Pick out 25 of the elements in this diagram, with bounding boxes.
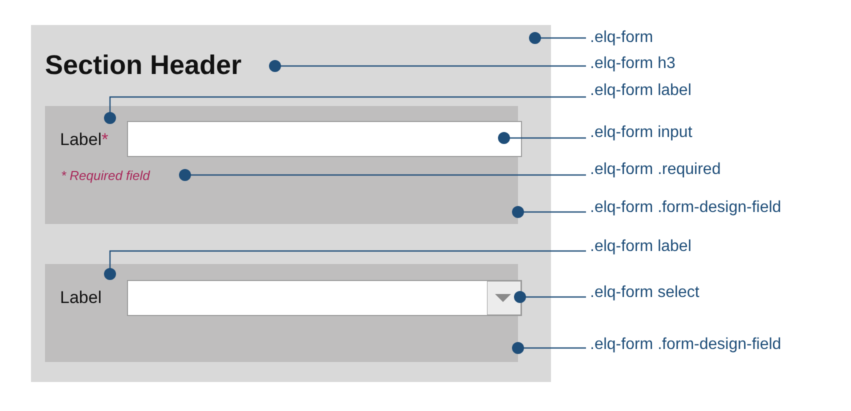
- callout-label: .elq-form .form-design-field: [590, 198, 782, 218]
- leader-line: [512, 342, 586, 354]
- leader-line: [269, 60, 586, 72]
- leader-line: [104, 250, 586, 280]
- required-note: * Required field: [61, 167, 150, 185]
- callout-label: .elq-form h3: [590, 54, 676, 74]
- callout-label: .elq-form label: [590, 237, 692, 257]
- leader-line: [514, 291, 586, 303]
- leader-line: [529, 32, 586, 44]
- select-field: [127, 280, 522, 316]
- leader-line: [498, 132, 586, 144]
- leader-line: [179, 169, 586, 181]
- leader-line: [104, 96, 586, 124]
- callout-label: .elq-form .required: [590, 160, 721, 180]
- field-label: Label*: [60, 128, 108, 152]
- leader-line: [512, 206, 586, 218]
- form-panel: [31, 25, 551, 382]
- callout-label: .elq-form input: [590, 123, 692, 143]
- field-label: Label: [60, 286, 102, 310]
- callout-label: .elq-form select: [590, 283, 700, 303]
- callout-label: .elq-form label: [590, 81, 692, 101]
- callout-label: .elq-form: [590, 28, 654, 48]
- section-heading: Section Header: [45, 48, 242, 82]
- callout-label: .elq-form .form-design-field: [590, 335, 782, 355]
- input-field: [127, 121, 522, 157]
